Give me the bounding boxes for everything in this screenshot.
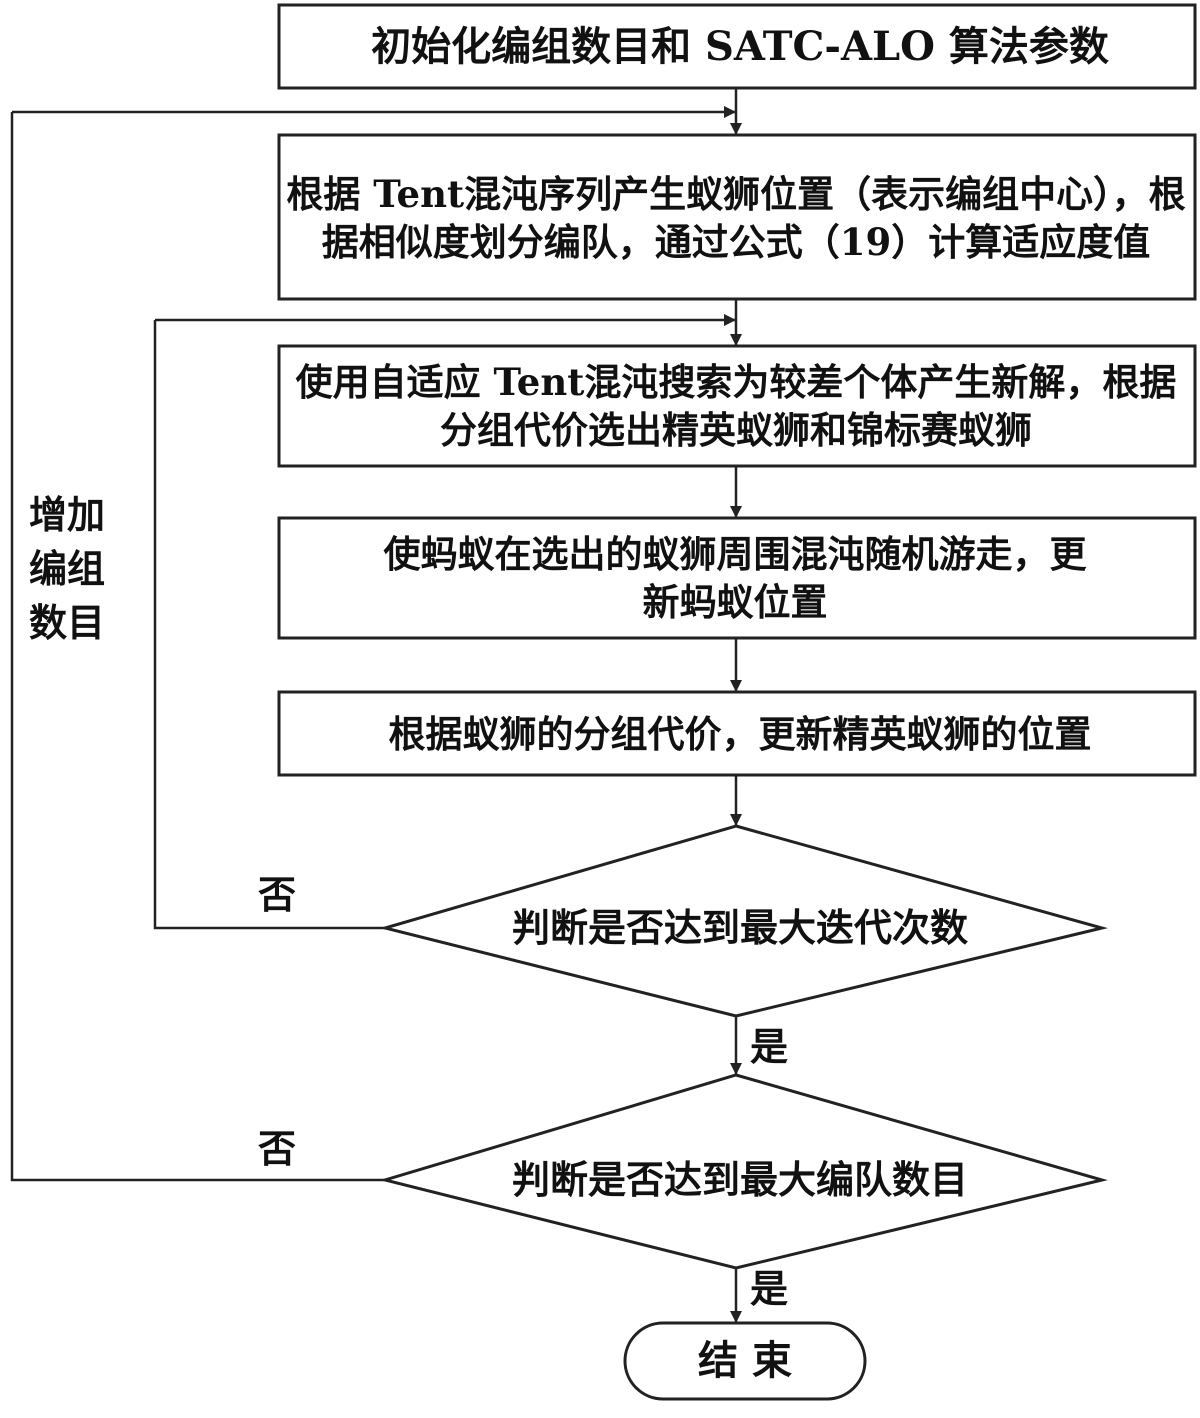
decision-formation-text: 判断是否达到最大编队数目	[511, 1157, 968, 1202]
init-text: 初始化编组数目和 SATC-ALO 算法参数	[371, 22, 1109, 70]
end-text: 结 束	[698, 1337, 792, 1384]
tent-position-text: 根据 Tent混沌序列产生蚁狮位置（表示编组中心），根据相似度划分编队，通过公式…	[286, 172, 1186, 264]
adaptive-search-text: 使用自适应 Tent混沌搜索为较差个体产生新解，根据分组代价选出精英蚁狮和锦标赛…	[295, 360, 1177, 452]
update-elite-text: 根据蚁狮的分组代价，更新精英蚁狮的位置	[388, 711, 1092, 756]
ant-walk-box	[277, 516, 1197, 640]
label-yes-formation: 是	[750, 1266, 789, 1311]
label-yes-iter: 是	[750, 1024, 789, 1069]
label-increase-groups: 增加编组数目	[28, 492, 105, 645]
end-terminator	[623, 1321, 867, 1401]
label-no-formation: 否	[258, 1126, 297, 1171]
loop-formation-no-line	[10, 112, 385, 1182]
ant-walk-text: 使蚂蚁在选出的蚁狮周围混沌随机游走，更新蚂蚁位置	[383, 532, 1087, 624]
label-no-iter: 否	[258, 872, 297, 917]
decision-iter-text: 判断是否达到最大迭代次数	[511, 905, 968, 950]
init-box	[277, 3, 1197, 90]
loop-iter-no-line	[153, 320, 385, 930]
tent-position-box	[277, 133, 1197, 301]
